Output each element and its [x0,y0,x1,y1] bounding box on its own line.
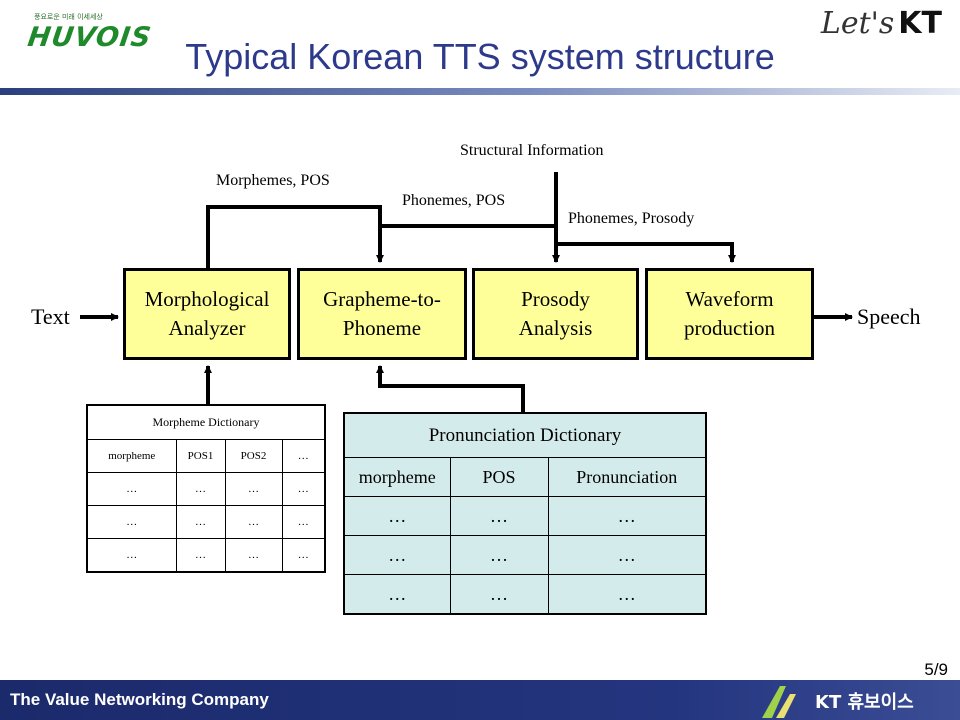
header-divider [0,88,960,95]
table-cell: … [86,472,177,506]
table-cell: … [343,496,451,536]
kt-text: KT [898,6,942,41]
table-cell: … [449,496,549,536]
text-input-label: Text [31,304,70,329]
label-phonemes-pos: Phonemes, POS [402,192,506,209]
column-header: POS2 [224,439,283,473]
column-header: … [281,439,326,473]
table-cell: … [281,538,326,573]
table-cell: … [224,538,283,573]
table-cell: … [343,574,451,615]
column-header: morpheme [86,439,177,473]
table-cell: … [547,496,707,536]
footer-arrow-mark-icon [762,686,796,718]
table-cell: … [86,538,177,573]
label-phonemes-prosody: Phonemes, Prosody [568,210,695,227]
table-row: … … … … [86,505,326,539]
pronunciation-dictionary-table: Pronunciation Dictionary morpheme POS Pr… [343,412,707,615]
table-header-row: morpheme POS1 POS2 … [86,439,326,473]
table-header-row: morpheme POS Pronunciation [343,457,707,497]
label-structural-information: Structural Information [460,142,604,159]
column-header: Pronunciation [547,457,707,497]
table-row: … … … … [86,472,326,506]
column-header: morpheme [343,457,451,497]
huvois-logo: 풍요로운 미래 이세세상 HUVOIS [26,12,158,56]
table-cell: … [449,535,549,575]
module-morphological-analyzer: Morphological Analyzer [123,268,291,360]
module-prosody-analysis: Prosody Analysis [472,268,639,360]
table-row: … … … [343,574,707,615]
table-cell: … [281,472,326,506]
table-row: … … … [343,496,707,536]
table-row: … … … [343,535,707,575]
lets-text: Let's [820,6,895,41]
module-grapheme-to-phoneme: Grapheme-to- Phoneme [297,268,467,360]
pron-dict-arrow [376,365,525,412]
huvois-tagline: 풍요로운 미래 이세세상 [34,13,103,21]
footer-bar [0,680,960,720]
kt-huvois-footer-logo: KT 휴보이스 [815,692,914,713]
table-cell: … [449,574,549,615]
morpheme-dictionary-caption: Morpheme Dictionary [86,404,326,440]
module-waveform-production: Waveform production [645,268,814,360]
lets-kt-logo: Let's KT [821,6,942,46]
table-cell: … [224,505,283,539]
table-cell: … [175,538,226,573]
table-cell: … [175,472,226,506]
page-number: 5/9 [924,660,948,679]
morpheme-dictionary-table: Morpheme Dictionary morpheme POS1 POS2 …… [86,404,326,573]
label-morphemes-pos: Morphemes, POS [216,172,330,189]
table-cell: … [343,535,451,575]
table-cell: … [281,505,326,539]
pronunciation-dictionary-caption: Pronunciation Dictionary [343,412,707,458]
column-header: POS [449,457,549,497]
page-title: Typical Korean TTS system structure [185,36,775,77]
speech-output-label: Speech [857,304,921,329]
table-cell: … [224,472,283,506]
footer-slogan: The Value Networking Company [10,690,269,709]
phonemes-prosody-connector [556,242,736,263]
table-cell: … [547,574,707,615]
table-cell: … [547,535,707,575]
table-cell: … [175,505,226,539]
table-row: … … … … [86,538,326,573]
table-cell: … [86,505,177,539]
column-header: POS1 [175,439,226,473]
morphemes-pos-connector [206,205,384,268]
